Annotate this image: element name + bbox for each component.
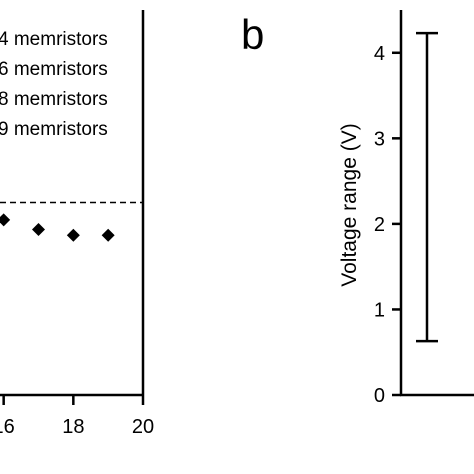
data-point-diamond [66, 228, 80, 242]
panel-a-x-tick-label: 18 [62, 416, 84, 438]
data-point-diamond [0, 213, 11, 227]
panel-b-y-tick-label: 2 [374, 214, 385, 236]
panel-a-legend: 4 memristors 6 memristors 8 memristors 9… [0, 29, 108, 140]
data-point-diamond [32, 222, 45, 236]
panel-b-range-bar [416, 31, 438, 343]
panel-a-x-ticks: 16 18 20 [0, 395, 154, 438]
panel-b-y-tick-label: 0 [374, 385, 385, 407]
panel-b-y-tick-label: 4 [374, 43, 385, 65]
legend-entry-3: 8 memristors [0, 89, 108, 110]
legend-entry-1: 4 memristors [0, 29, 108, 50]
panel-b-y-axis-title: Voltage range (V) [338, 123, 361, 286]
legend-entry-4: 9 memristors [0, 119, 108, 140]
panel-b: b Voltage range (V) 0 1 2 3 4 [241, 10, 474, 407]
panel-a-points [0, 213, 115, 242]
panel-a-x-tick-label: 16 [0, 416, 15, 438]
panel-b-label: b [241, 11, 264, 58]
data-point-diamond [101, 228, 115, 242]
panel-b-y-ticks: 0 1 2 3 4 [374, 43, 401, 407]
panel-a: 16 18 20 4 memristors 6 memristors 8 memri… [0, 10, 154, 438]
legend-entry-2: 6 memristors [0, 59, 108, 80]
panel-b-y-tick-label: 3 [374, 128, 385, 150]
panel-a-x-tick-label: 20 [132, 416, 154, 438]
panel-b-y-tick-label: 1 [374, 299, 385, 321]
